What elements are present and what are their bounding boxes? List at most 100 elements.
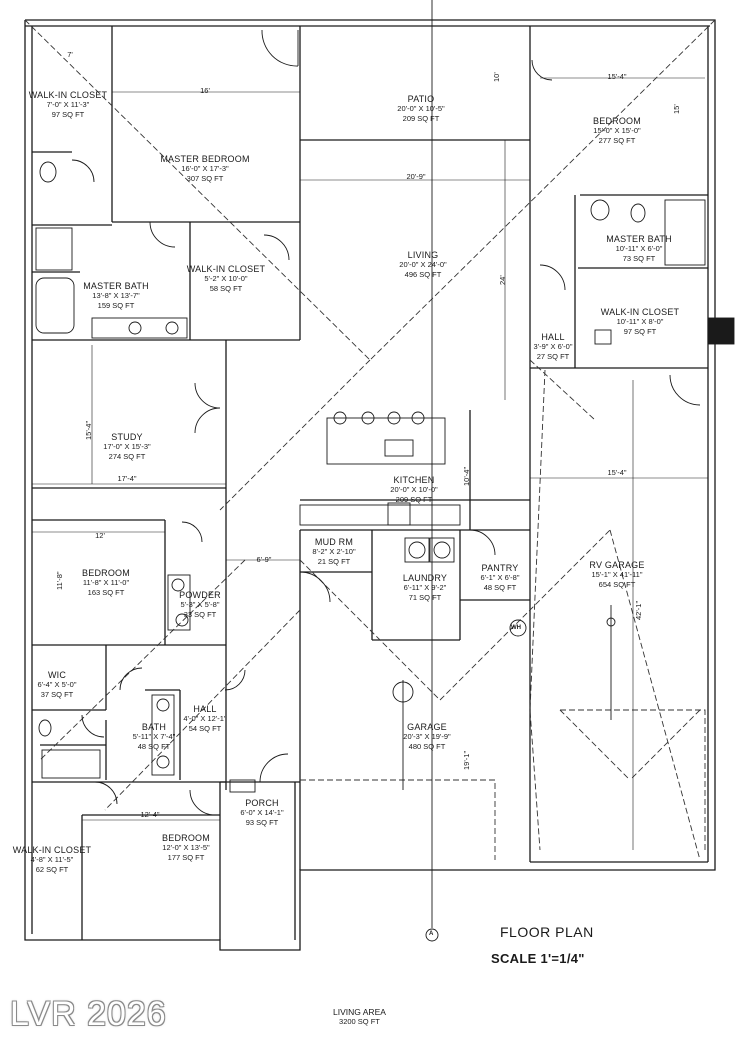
dim-24ft: 24': [498, 275, 507, 285]
dim-15-4-top: 15'-4": [607, 72, 627, 81]
living-area-label: LIVING AREA: [333, 1007, 386, 1017]
room-name: POWDER: [179, 590, 221, 600]
room-area: 496 SQ FT: [404, 270, 442, 279]
room-master-bedroom: MASTER BEDROOM 16'-0" X 17'-3" 307 SQ FT: [160, 154, 249, 184]
room-area: 54 SQ FT: [188, 724, 222, 733]
room-dims: 20'-0" X 24'-0": [399, 260, 447, 269]
living-area-value: 3200 SQ FT: [339, 1017, 380, 1026]
room-area: 97 SQ FT: [51, 110, 85, 119]
roof-lines: [24, 19, 716, 861]
room-powder: POWDER 5'-3" X 5'-8" 33 SQ FT: [179, 590, 221, 620]
room-dims: 20'-0" X 10'-5": [397, 104, 445, 113]
room-name: MUD RM: [314, 537, 354, 547]
room-master-bath-e: MASTER BATH 10'-11" X 6'-0" 73 SQ FT: [606, 234, 672, 264]
room-garage: GARAGE 20'-3" X 19'-9" 480 SQ FT: [403, 722, 450, 752]
room-name: HALL: [193, 704, 217, 714]
room-porch: PORCH 6'-0" X 14'-1" 93 SQ FT: [240, 798, 283, 828]
room-name: PANTRY: [481, 563, 519, 573]
room-dims: 16'-0" X 17'-3": [181, 164, 229, 173]
room-mud-rm: MUD RM 8'-2" X 2'-10" 21 SQ FT: [312, 537, 355, 567]
room-name: MASTER BATH: [606, 234, 672, 244]
room-area: 21 SQ FT: [317, 557, 351, 566]
room-dims: 20'-3" X 19'-9": [403, 732, 451, 741]
room-name: BEDROOM: [593, 116, 641, 126]
door-swings: [71, 29, 701, 816]
dim-17-4: 17'-4": [117, 474, 137, 483]
room-area: 62 SQ FT: [35, 865, 69, 874]
room-area: 71 SQ FT: [408, 593, 442, 602]
room-name: STUDY: [111, 432, 143, 442]
room-area: 48 SQ FT: [483, 583, 517, 592]
room-wic: WIC 6'-4" X 5'-0" 37 SQ FT: [37, 670, 76, 700]
room-name: RV GARAGE: [589, 560, 645, 570]
room-name: PORCH: [245, 798, 279, 808]
room-dims: 13'-8" X 13'-7": [92, 291, 140, 300]
room-area: 480 SQ FT: [408, 742, 446, 751]
dim-10-4: 10'-4": [462, 466, 471, 486]
room-dims: 20'-0" X 10'-0": [390, 485, 438, 494]
room-name: MASTER BEDROOM: [160, 154, 250, 164]
dim-12ft: 12': [95, 531, 105, 540]
watermark: LVR 2026: [10, 995, 167, 1033]
room-dims: 6'-4" X 5'-0": [37, 680, 77, 689]
room-area: 73 SQ FT: [622, 254, 656, 263]
floor-plan-title: FLOOR PLAN: [500, 924, 594, 940]
room-area: 277 SQ FT: [598, 136, 636, 145]
room-dims: 11'-8" X 11'-0": [82, 578, 130, 587]
dim-20-9: 20'-9": [406, 172, 426, 181]
room-area: 209 SQ FT: [402, 114, 440, 123]
room-dims: 15'-1" X 41'-11": [591, 570, 643, 579]
room-area: 163 SQ FT: [87, 588, 125, 597]
room-name: BATH: [141, 722, 167, 732]
room-area: 274 SQ FT: [108, 452, 146, 461]
room-study: STUDY 17'-0" X 15'-3" 274 SQ FT: [103, 432, 150, 462]
room-living: LIVING 20'-0" X 24'-0" 496 SQ FT: [399, 250, 446, 280]
room-bath: BATH 5'-11" X 7'-4" 48 SQ FT: [133, 722, 176, 752]
room-area: 58 SQ FT: [209, 284, 243, 293]
room-dims: 7'-0" X 11'-3": [46, 100, 90, 109]
room-hall-e: HALL 3'-9" X 6'-0" 27 SQ FT: [533, 332, 572, 362]
fixtures: [35, 0, 735, 942]
room-dims: 17'-0" X 15'-3": [103, 442, 151, 451]
room-dims: 4'-0" X 12'-1": [183, 714, 227, 723]
room-name: LAUNDRY: [402, 573, 448, 583]
water-heater-symbol: [509, 619, 527, 637]
room-dims: 6'-11" X 9'-2": [403, 583, 447, 592]
room-laundry: LAUNDRY 6'-11" X 9'-2" 71 SQ FT: [403, 573, 447, 603]
room-area: 27 SQ FT: [536, 352, 570, 361]
drawing-scale: SCALE 1'=1/4": [491, 951, 585, 966]
room-dims: 5'-11" X 7'-4": [132, 732, 176, 741]
room-dims: 10'-11" X 6'-0": [615, 244, 663, 253]
room-dims: 3'-9" X 6'-0": [533, 342, 573, 351]
room-area: 177 SQ FT: [167, 853, 205, 862]
water-heater-label: WH: [511, 625, 521, 631]
room-name: WALK-IN CLOSET: [28, 90, 108, 100]
room-name: MASTER BATH: [83, 281, 149, 291]
room-name: PATIO: [407, 94, 435, 104]
room-patio: PATIO 20'-0" X 10'-5" 209 SQ FT: [397, 94, 444, 124]
room-name: BEDROOM: [162, 833, 210, 843]
room-walk-in-closet-mid: WALK-IN CLOSET 5'-2" X 10'-0" 58 SQ FT: [187, 264, 265, 294]
dim-12-4: 12'-4": [140, 810, 160, 819]
room-walk-in-closet-sw: WALK-IN CLOSET 4'-8" X 11'-5" 62 SQ FT: [13, 845, 91, 875]
room-area: 209 SQ FT: [395, 495, 433, 504]
room-master-bath-w: MASTER BATH 13'-8" X 13'-7" 159 SQ FT: [83, 281, 149, 311]
room-dims: 5'-2" X 10'-0": [204, 274, 248, 283]
room-area: 307 SQ FT: [186, 174, 224, 183]
room-dims: 6'-0" X 14'-1": [240, 808, 284, 817]
room-name: WIC: [47, 670, 67, 680]
room-area: 97 SQ FT: [623, 327, 657, 336]
room-bedroom-s: BEDROOM 12'-0" X 13'-5" 177 SQ FT: [162, 833, 210, 863]
room-name: BEDROOM: [82, 568, 130, 578]
room-dims: 8'-2" X 2'-10": [312, 547, 356, 556]
room-name: WALK-IN CLOSET: [12, 845, 92, 855]
room-area: 37 SQ FT: [40, 690, 74, 699]
room-hall-w: HALL 4'-0" X 12'-1" 54 SQ FT: [183, 704, 226, 734]
room-walk-in-closet-e: WALK-IN CLOSET 10'-11" X 8'-0" 97 SQ FT: [601, 307, 679, 337]
room-dims: 10'-11" X 8'-0": [616, 317, 664, 326]
room-bedroom-w: BEDROOM 11'-8" X 11'-0" 163 SQ FT: [82, 568, 130, 598]
room-dims: 5'-3" X 5'-8": [180, 600, 220, 609]
room-name: WALK-IN CLOSET: [600, 307, 680, 317]
room-name: LIVING: [407, 250, 439, 260]
